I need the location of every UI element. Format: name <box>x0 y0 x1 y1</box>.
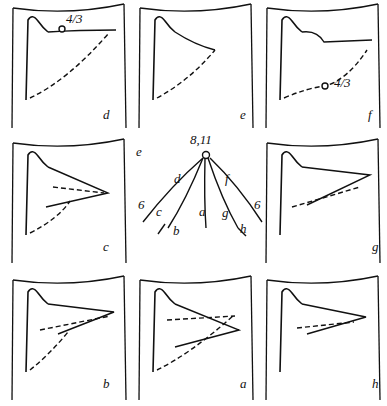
branch-letter: h <box>240 222 247 235</box>
panel-b <box>12 276 126 400</box>
branch-letter: c <box>156 205 162 218</box>
panel-letter: a <box>240 377 247 390</box>
panel-a <box>139 276 253 400</box>
panel-letter: g <box>372 240 379 253</box>
panel-letter: f <box>368 108 372 121</box>
panel-g <box>266 139 380 263</box>
panel-e <box>139 4 253 128</box>
panel-letter: c <box>103 240 109 253</box>
panel-letter: h <box>372 377 379 390</box>
panel-letter: b <box>103 377 110 390</box>
fraction-label: 4/3 <box>66 12 83 25</box>
panel-h <box>266 276 380 400</box>
panel-letter: d <box>103 108 110 121</box>
branch-number: 6 <box>254 198 261 211</box>
fraction-label: 4/3 <box>334 76 351 89</box>
panel-c <box>12 139 126 263</box>
panel-letter: e <box>240 108 246 121</box>
point-label: 8,11 <box>190 133 212 146</box>
panel-f <box>266 4 380 128</box>
branch-number: 6 <box>138 198 145 211</box>
branch-letter: b <box>173 224 180 237</box>
region-letter: e <box>136 145 142 158</box>
branch-letter: a <box>199 205 206 218</box>
bifurcation-diagram <box>143 152 262 237</box>
panel-d <box>12 4 126 128</box>
branch-letter: d <box>174 172 181 185</box>
branch-letter: g <box>222 206 229 219</box>
branch-letter: f <box>225 172 229 185</box>
